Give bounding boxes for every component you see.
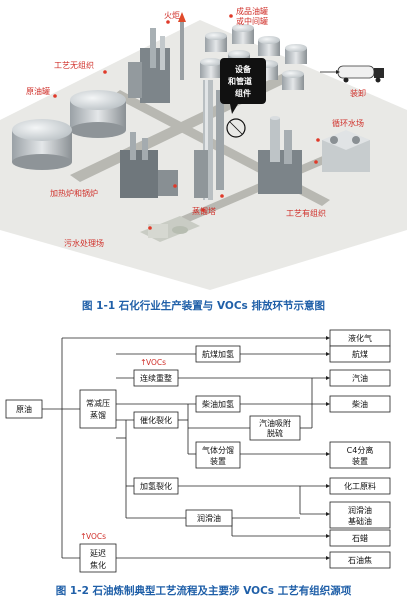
flow-connectors bbox=[42, 337, 326, 559]
label-equipment: 设备 bbox=[235, 64, 252, 74]
text-crude: 原油 bbox=[16, 404, 32, 414]
voc-coking: VOCs bbox=[86, 532, 106, 541]
tanker-truck bbox=[337, 65, 384, 83]
text-fcc: 催化裂化 bbox=[140, 415, 172, 425]
voc-arrow-icon: ↑ bbox=[80, 532, 87, 541]
label-distill-tower: 蒸馏塔 bbox=[192, 206, 216, 216]
text-hydrocracking: 加氢裂化 bbox=[140, 481, 172, 491]
text-lube-base-2: 基础油 bbox=[348, 516, 372, 526]
text-atm-vac-1: 常减压 bbox=[86, 398, 110, 408]
box-coking bbox=[79, 543, 117, 573]
box-lube bbox=[185, 509, 233, 527]
box-coke bbox=[329, 551, 391, 569]
distillation-column bbox=[194, 80, 224, 200]
text-gasoline: 汽油 bbox=[352, 373, 368, 383]
wastewater-plant bbox=[140, 216, 200, 242]
text-c4-1: C4分离 bbox=[347, 445, 374, 455]
box-c4 bbox=[329, 441, 391, 469]
label-process-unorganized: 工艺无组织 bbox=[54, 60, 94, 70]
box-asphalt bbox=[329, 529, 391, 547]
flare-stack bbox=[178, 12, 186, 80]
text-jet-fuel: 航煤 bbox=[352, 349, 368, 359]
box-jet-hydro bbox=[195, 345, 241, 363]
figure1-caption: 图 1-1 石化行业生产装置与 VOCs 排放环节示意图 bbox=[82, 300, 325, 312]
text-chem-feed: 化工原料 bbox=[344, 481, 376, 491]
box-diesel-hydro bbox=[195, 395, 241, 413]
text-lube: 润滑油 bbox=[197, 513, 221, 523]
refinery-illustration: 火炬 成品油罐 或中间罐 工艺无组织 原油罐 设备 和管道 组件 装卸 循环水场… bbox=[0, 6, 407, 290]
label-wastewater: 污水处理场 bbox=[64, 238, 104, 248]
text-diesel: 柴油 bbox=[352, 399, 368, 409]
box-gasoline-ads bbox=[249, 415, 301, 441]
box-gas-frac bbox=[195, 441, 241, 469]
process-unit-right bbox=[258, 116, 302, 194]
label-product-tanks: 成品油罐 bbox=[236, 6, 268, 16]
text-coking-1: 延迟 bbox=[90, 548, 106, 558]
text-gasoline-ads-1: 汽油吸附 bbox=[259, 418, 291, 428]
text-jet-hydro: 航煤加氢 bbox=[202, 349, 234, 359]
box-atm-vac bbox=[79, 389, 117, 429]
label-cooling: 循环水场 bbox=[332, 118, 364, 128]
box-lube-base bbox=[329, 501, 391, 529]
text-reforming: 连续重整 bbox=[140, 373, 172, 383]
label-loading: 装卸 bbox=[350, 88, 366, 98]
label-components: 组件 bbox=[235, 88, 251, 98]
voc-reforming: VOCs bbox=[146, 358, 166, 367]
box-reforming bbox=[133, 369, 179, 387]
label-crude-tanks: 原油罐 bbox=[26, 86, 50, 96]
text-gasoline-ads-2: 脱硫 bbox=[267, 428, 283, 438]
label-and-pipeline: 和管道 bbox=[228, 76, 252, 86]
text-lube-base-1: 润滑油 bbox=[348, 505, 372, 515]
text-c4-2: 装置 bbox=[352, 456, 368, 466]
label-process-organized: 工艺有组织 bbox=[286, 208, 326, 218]
box-jet-fuel bbox=[329, 345, 391, 363]
text-coke: 石油焦 bbox=[348, 555, 372, 565]
cooling-tower bbox=[322, 130, 370, 172]
label-torch: 火炬 bbox=[164, 10, 180, 20]
text-atm-vac-2: 蒸馏 bbox=[90, 410, 106, 420]
box-diesel bbox=[329, 395, 391, 413]
label-heating-boiler: 加热炉和锅炉 bbox=[50, 188, 98, 198]
text-gas-frac-1: 气体分馏 bbox=[202, 445, 234, 455]
box-crude bbox=[5, 399, 43, 419]
label-intermediate-tanks: 或中间罐 bbox=[236, 16, 268, 26]
equipment-callout bbox=[220, 58, 266, 138]
box-fcc bbox=[133, 411, 179, 429]
text-asphalt: 石蜡 bbox=[352, 533, 368, 543]
box-hydrocracking bbox=[133, 477, 179, 495]
text-diesel-hydro: 柴油加氢 bbox=[202, 399, 234, 409]
voc-arrow-icon: ↑ bbox=[140, 358, 147, 367]
heating-furnace bbox=[120, 132, 178, 198]
process-flow-diagram: 原油 常减压 蒸馏 连续重整 VOCs ↑ 航煤加氢 柴油加氢 催化裂化 汽油吸… bbox=[5, 329, 391, 573]
text-lpg: 液化气 bbox=[348, 333, 372, 343]
figure2-caption: 图 1-2 石油炼制典型工艺流程及主要涉 VOCs 工艺有组织源项 bbox=[55, 585, 352, 597]
crude-oil-tanks bbox=[12, 90, 126, 170]
box-gasoline bbox=[329, 369, 391, 387]
process-unit-left bbox=[128, 28, 170, 103]
box-chem-feed bbox=[329, 477, 391, 495]
text-coking-2: 焦化 bbox=[90, 560, 106, 570]
text-gas-frac-2: 装置 bbox=[210, 456, 226, 466]
